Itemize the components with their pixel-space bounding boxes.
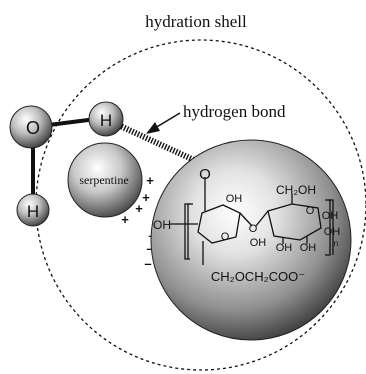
charge-minus-3: – bbox=[144, 256, 151, 271]
oh-far-left-label: OH bbox=[153, 218, 171, 232]
bond-arrow-head bbox=[146, 122, 160, 134]
ring-o-left-label: O bbox=[221, 231, 230, 243]
polymer-structure bbox=[170, 177, 334, 265]
water-hydrogen-bottom-atom bbox=[16, 193, 50, 227]
ring-o-right-label: O bbox=[306, 205, 315, 217]
serpentine-sphere bbox=[67, 142, 143, 218]
bond-arrow-shaft bbox=[154, 112, 181, 129]
bridge-o-label: O bbox=[249, 223, 258, 235]
water-hydrogen-top-label: H bbox=[100, 111, 112, 130]
subscript-n-label: n bbox=[334, 239, 338, 248]
water-hydrogen-top-atom bbox=[88, 101, 124, 137]
oh-bottom-right-label: OH bbox=[300, 242, 317, 254]
hydration-shell-label: hydration shell bbox=[145, 12, 247, 31]
water-oxygen-label: O bbox=[26, 118, 40, 138]
hydrogen-bond-label: hydrogen bond bbox=[183, 102, 286, 121]
carbonyl-o-label: O bbox=[199, 166, 211, 183]
side-chain-label: CH₂OCH₂COO⁻ bbox=[211, 269, 305, 284]
water-oxygen-atom bbox=[9, 105, 53, 149]
oh-bottom-label: OH bbox=[276, 242, 293, 254]
oh-left-label: OH bbox=[226, 193, 243, 205]
cellulose-sphere bbox=[150, 139, 352, 341]
charge-plus-2: + bbox=[142, 190, 150, 205]
ch2oh-label: CH₂OH bbox=[276, 183, 316, 197]
serpentine-label: serpentine bbox=[79, 173, 128, 187]
oh-ring-right-lower-label: OH bbox=[324, 226, 341, 238]
oh-side-label: OH bbox=[250, 237, 267, 249]
water-hydrogen-bottom-label: H bbox=[27, 202, 39, 221]
charge-minus-2: – bbox=[146, 241, 153, 256]
charge-plus-3: + bbox=[135, 201, 143, 216]
oh-ring-right-upper-label: OH bbox=[322, 210, 339, 222]
charge-plus-1: + bbox=[146, 173, 154, 188]
charge-plus-4: + bbox=[121, 212, 129, 227]
